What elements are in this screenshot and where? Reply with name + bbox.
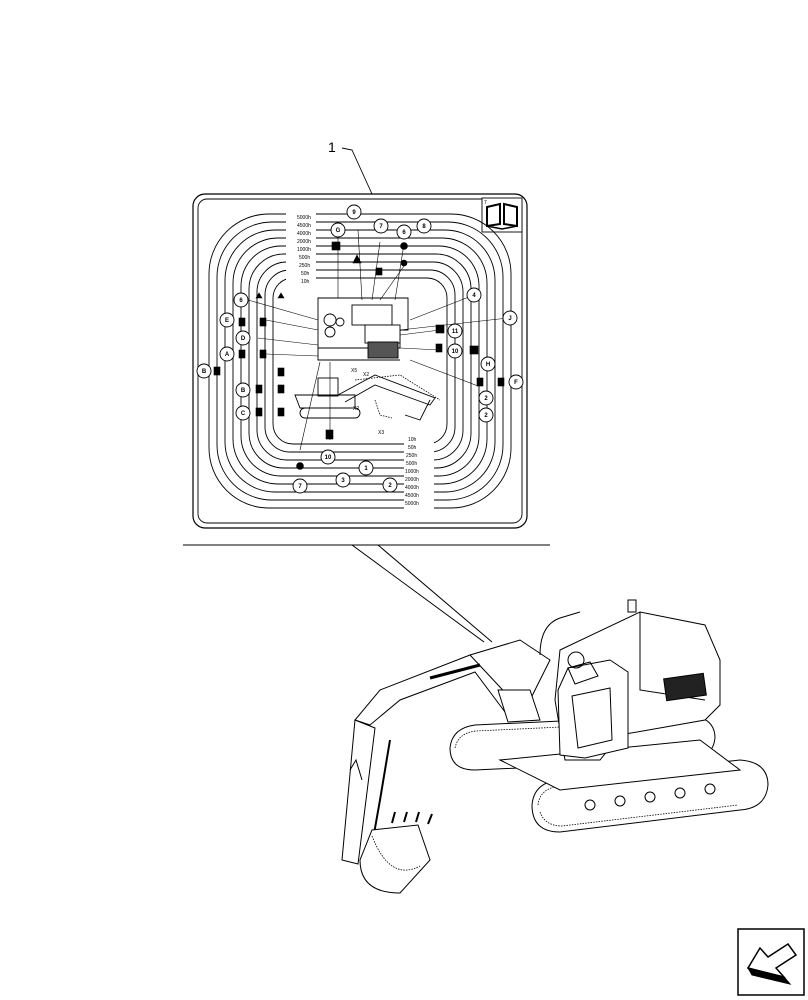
callout-label: 8 <box>422 224 426 230</box>
callout-label: 10 <box>325 455 332 461</box>
marker-label: X3 <box>378 430 384 436</box>
interval-label: 4500h <box>405 493 419 499</box>
callout-label: 6 <box>239 298 243 304</box>
callout-label: 11 <box>452 329 459 335</box>
interval-label: 500h <box>406 461 417 467</box>
callout-label: 7 <box>298 484 302 490</box>
marker-label: X2 <box>353 406 359 412</box>
interval-label: 250h <box>299 263 310 269</box>
callout-label: 7 <box>379 224 383 230</box>
next-view-arrow-icon <box>737 928 805 996</box>
interval-labels-bottom: 10h 50h 250h 500h 1000h 2000h 4000h 4500… <box>404 437 434 509</box>
item-number: 1 <box>328 139 336 155</box>
marker-label: X2 <box>363 372 369 378</box>
interval-labels-top: 5000h 4500h 4000h 2000h 1000h 500h 250h … <box>286 212 316 285</box>
callouts-bottom: 10 7 3 1 2 <box>292 449 398 494</box>
callout-label: D <box>241 336 246 342</box>
callout-label: J <box>508 316 511 322</box>
callout-label: H <box>486 362 490 368</box>
interval-label: 4000h <box>405 485 419 491</box>
callout-label: A <box>225 352 230 358</box>
callout-label: B <box>202 369 207 375</box>
interval-label: 4000h <box>297 231 311 237</box>
callout-label: B <box>241 388 246 394</box>
interval-label: 4500h <box>297 223 311 229</box>
book-page-mark: 7 <box>484 200 487 206</box>
maintenance-glyphs <box>213 241 505 470</box>
callout-label: 2 <box>484 413 488 419</box>
callout-label: 1 <box>364 466 368 472</box>
decal-inner-frame <box>197 198 523 524</box>
interval-label: 500h <box>299 255 310 261</box>
marker-label: X5 <box>351 368 357 374</box>
interval-label: 50h <box>408 445 417 451</box>
engine-compartment <box>317 297 409 361</box>
callout-label: 3 <box>341 478 345 484</box>
callout-label: 6 <box>402 230 406 236</box>
callout-label: 4 <box>472 293 476 299</box>
callout-label: 2 <box>484 396 488 402</box>
interval-label: 1000h <box>297 247 311 253</box>
interval-label: 10h <box>408 437 417 443</box>
interval-label: 10h <box>301 279 310 285</box>
interval-label: 2000h <box>297 239 311 245</box>
decal-location-pointer <box>351 544 493 643</box>
interval-label: 250h <box>406 453 417 459</box>
callouts-left: 6 E D A B B C <box>196 292 251 421</box>
callout-label: G <box>336 228 341 234</box>
interval-label: 5000h <box>405 501 419 507</box>
manual-book-icon <box>481 197 523 233</box>
interval-label: 50h <box>301 271 310 277</box>
excavator-illustration <box>341 599 769 894</box>
callout-label: 2 <box>388 483 392 489</box>
callouts-top: 9 G 7 6 8 <box>330 204 432 240</box>
interval-label: 1000h <box>405 469 419 475</box>
callout-label: 10 <box>452 349 459 355</box>
interval-label: 5000h <box>297 215 311 221</box>
decal-excavator <box>294 374 441 421</box>
callouts-right: 4 J 11 10 H F 2 2 <box>447 287 524 423</box>
callout-label: 9 <box>352 210 356 216</box>
callout-label: F <box>514 380 518 386</box>
interval-label: 2000h <box>405 477 419 483</box>
callout-label: C <box>241 411 246 417</box>
decal-outer-frame <box>192 193 528 529</box>
item-leader-line <box>341 147 373 195</box>
callout-label: E <box>225 318 229 324</box>
